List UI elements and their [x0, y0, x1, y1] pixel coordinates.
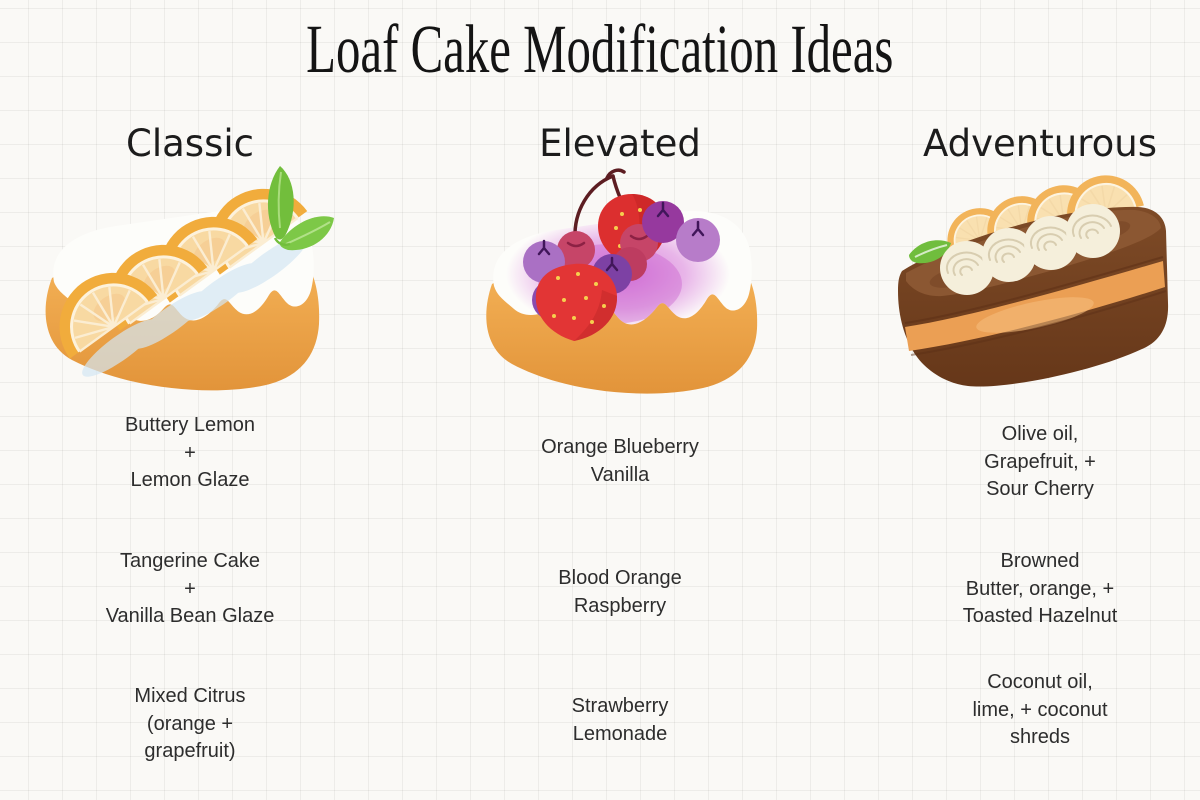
column-header-elevated: Elevated: [539, 122, 701, 165]
flavor-line: Buttery Lemon: [124, 414, 256, 436]
flavor-line: Grapefruit, +: [984, 450, 1096, 473]
column-header-classic: Classic: [126, 122, 254, 165]
flavor-line: Strawberry: [571, 695, 669, 717]
flavor-line: Browned: [1000, 550, 1080, 572]
flavor-line: Vanilla Bean Glaze: [105, 605, 275, 627]
flavor-item: Tangerine Cake + Vanilla Bean Glaze: [5, 548, 375, 631]
column-classic: Classic: [25, 0, 355, 800]
flavor-line: Blood Orange: [558, 567, 682, 589]
flavor-item: Mixed Citrus (orange + grapefruit): [5, 683, 375, 766]
flavor-item: Orange Blueberry Vanilla: [435, 434, 805, 489]
flavor-line: Raspberry: [573, 594, 667, 617]
flavor-line: Coconut oil,: [987, 671, 1093, 693]
flavor-line: Butter, orange, +: [965, 577, 1115, 600]
flavor-item: Browned Butter, orange, + Toasted Hazeln…: [855, 548, 1200, 631]
strawberry: [535, 263, 618, 341]
flavor-line: Olive oil,: [1001, 423, 1079, 445]
flavor-item: Olive oil, Grapefruit, + Sour Cherry: [855, 421, 1200, 504]
flavor-item: Coconut oil, lime, + coconut shreds: [855, 669, 1200, 752]
flavor-line: Orange Blueberry: [541, 436, 699, 458]
flavor-line: Mixed Citrus: [134, 685, 246, 707]
flavor-line: Lemonade: [572, 722, 668, 745]
page-title-text: Loaf Cake Modification Ideas: [306, 11, 894, 88]
column-header-adventurous: Adventurous: [923, 122, 1157, 165]
flavor-line: Sour Cherry: [986, 478, 1094, 500]
lemon-loaf-cake-illustration: [36, 165, 334, 391]
berry-loaf-cake-illustration: [486, 168, 758, 394]
page-title: Loaf Cake Modification Ideas: [0, 8, 1200, 92]
flavor-item: Buttery Lemon + Lemon Glaze: [5, 412, 375, 495]
flavor-item: Strawberry Lemonade: [435, 693, 805, 748]
flavor-line: (orange +: [146, 712, 234, 735]
chocolate-orange-loaf-cake-illustration: [898, 175, 1169, 387]
leaf: [909, 240, 951, 264]
flavor-line: grapefruit): [144, 740, 236, 762]
mint-leaves: [267, 166, 334, 251]
flavor-line: shreds: [1009, 726, 1071, 748]
flavor-line: lime, + coconut: [972, 698, 1108, 721]
flavor-line: +: [184, 577, 196, 600]
flavor-line: Toasted Hazelnut: [962, 605, 1118, 627]
column-adventurous: Adventurous: [875, 0, 1200, 800]
column-elevated: Elevated: [455, 0, 785, 800]
flavor-item: Blood Orange Raspberry: [435, 565, 805, 620]
flavor-line: +: [184, 441, 196, 464]
flavor-line: Lemon Glaze: [130, 469, 250, 491]
flavor-line: Tangerine Cake: [119, 550, 261, 572]
flavor-line: Vanilla: [590, 463, 650, 486]
